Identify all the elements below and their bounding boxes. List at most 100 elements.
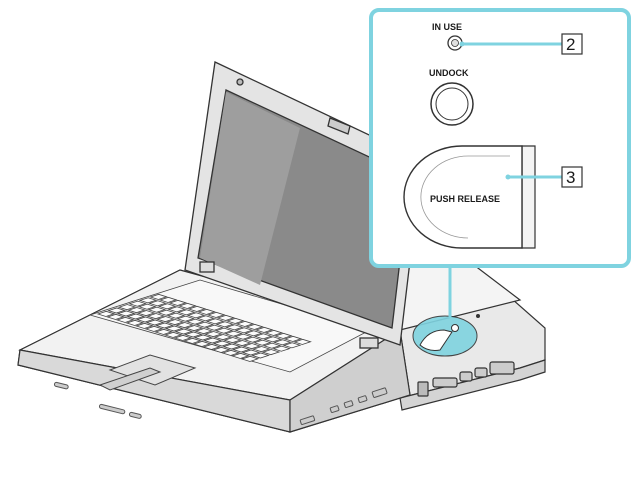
keyboard-key (283, 335, 303, 342)
keyboard-key (173, 334, 193, 341)
keyboard-key (154, 328, 173, 335)
dock-release-area (412, 314, 480, 357)
keyboard-key (214, 327, 234, 334)
keyboard-key (126, 313, 146, 320)
keyboard-key (107, 307, 126, 314)
keyboard-key (273, 339, 292, 346)
undock-label: UNDOCK (429, 68, 469, 78)
keyboard-key (282, 342, 302, 349)
keyboard-key (158, 296, 178, 303)
callout-number-3: 3 (566, 168, 575, 187)
callout-number-2: 2 (566, 35, 575, 54)
keyboard-key (155, 322, 174, 329)
keyboard-key (252, 339, 272, 346)
laptop-lid (184, 61, 423, 349)
touchpad (98, 354, 197, 391)
keyboard-key (264, 329, 284, 336)
keyboard-key (174, 328, 194, 335)
keyboard-key (204, 331, 223, 338)
keyboard-key (196, 315, 215, 322)
keyboard-key (261, 349, 281, 356)
keyboard-key (231, 352, 250, 359)
keyboard-key (183, 337, 202, 344)
keyboard-key (251, 352, 270, 359)
keyboard-key (254, 326, 274, 333)
keyboard-key (194, 328, 214, 335)
keyboard-key (128, 300, 147, 307)
keyboard-key (212, 340, 232, 347)
callout-box-2 (561, 33, 583, 55)
keyboard-key (148, 300, 167, 307)
keyboard-key (115, 316, 135, 323)
push-release-label: PUSH RELEASE (430, 194, 500, 204)
keyboard-key (145, 319, 165, 326)
keyboard-key (235, 320, 255, 327)
keyboard-key (186, 312, 206, 319)
keyboard-key (273, 332, 293, 339)
keyboard-key (165, 319, 185, 326)
keyboard-key (216, 314, 236, 321)
keyboard-key (253, 333, 273, 340)
keyboard-key (221, 349, 241, 356)
keyboard-key (185, 318, 205, 325)
keyboard-key (135, 316, 155, 323)
keyboard-key (222, 343, 242, 350)
keyboard-key (163, 331, 183, 338)
keyboard-key (177, 309, 196, 316)
keyboard-key (136, 310, 156, 317)
keyboard-key (252, 346, 271, 353)
keyboard-key (195, 321, 215, 328)
keyboard-key (144, 325, 164, 332)
keyboard-key (117, 304, 137, 311)
keyboard-key (187, 305, 207, 312)
keyboard-key (205, 318, 225, 325)
keyboard-key (184, 325, 204, 332)
keyboard-key (137, 303, 157, 310)
keyboard-key (241, 349, 261, 356)
keyboard-key (232, 340, 252, 347)
keyboard-key (272, 345, 291, 352)
keyboard-key (234, 327, 254, 334)
keyboard-key (177, 302, 197, 309)
keyboard-key (156, 309, 176, 316)
keyboard-key (240, 355, 260, 362)
keyboard-key (138, 297, 158, 304)
keyboard-key (263, 336, 283, 343)
callout-box-3 (561, 166, 583, 188)
keyboard-key (223, 337, 242, 344)
keyboard-key (211, 346, 231, 353)
keyboard-key (125, 319, 145, 326)
keyboard-key (233, 333, 253, 340)
keyboard-key (197, 308, 216, 315)
keyboard-key (149, 293, 168, 300)
keyboard-key (243, 336, 263, 343)
detail-panel: IN USE 2 UNDOCK PUSH RELEASE 3 (369, 8, 631, 268)
keyboard-key (168, 299, 188, 306)
keyboard-key (231, 346, 251, 353)
keyboard-key (262, 342, 282, 349)
keyboard-key (166, 312, 186, 319)
keyboard-key (193, 334, 213, 341)
keyboard-key (202, 343, 221, 350)
keyboard-key (242, 343, 262, 350)
keyboard-key (127, 307, 146, 314)
keyboard-key (225, 324, 244, 331)
keyboard-key (206, 311, 226, 318)
keyboard-key (225, 317, 245, 324)
keyboard-key (176, 315, 195, 322)
front-edge-details (53, 381, 388, 425)
keyboard-key (96, 310, 116, 317)
keyboard-key (224, 330, 243, 337)
keyboard-key (245, 323, 264, 330)
keyboard-key (213, 334, 233, 341)
keyboard-key (164, 325, 184, 332)
keyboard-key (244, 330, 263, 337)
keyboard-key (175, 322, 194, 329)
in-use-label: IN USE (432, 22, 462, 32)
keyboard (88, 279, 372, 373)
keyboard-key (192, 340, 212, 347)
keyboard-key (157, 303, 177, 310)
keyboard-key (204, 324, 224, 331)
keyboard-key (135, 322, 154, 329)
